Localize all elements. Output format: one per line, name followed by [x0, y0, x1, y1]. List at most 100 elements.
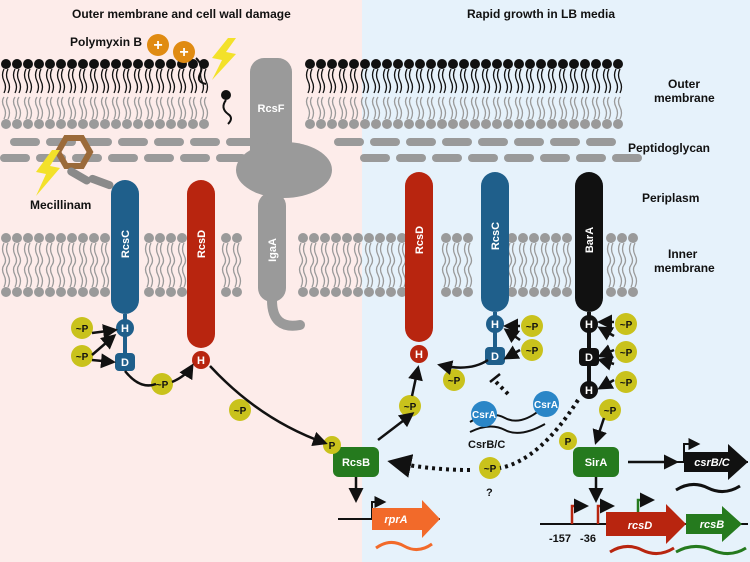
lipid-tail [100, 96, 106, 120]
lipid-tail [159, 242, 165, 266]
lipid-tail [544, 264, 550, 288]
lipid-tail [331, 96, 337, 120]
lipid-head [492, 119, 502, 129]
lipid-head [540, 287, 550, 297]
lipid-tail [181, 242, 187, 266]
lipid-tail [342, 68, 348, 94]
lipid-tail [467, 242, 473, 266]
lipid-head [448, 119, 458, 129]
lipid-tail [71, 264, 77, 288]
lipid-head [111, 59, 121, 69]
lipid-tail [452, 68, 458, 94]
csrbc-gene: csrB/C [675, 438, 748, 493]
lipid-tail [313, 264, 319, 288]
peptidoglycan-strand [82, 138, 112, 146]
lipid-tail [371, 68, 377, 94]
lipid-tail [397, 68, 403, 94]
lipid-tail [555, 242, 561, 266]
lipid-tail [540, 68, 546, 94]
lipid-tail [485, 68, 491, 94]
lipid-tail [555, 264, 561, 288]
lipid-tail [45, 68, 51, 94]
lipid-head [613, 119, 623, 129]
lipid-head [617, 233, 627, 243]
lipid-tail [45, 96, 51, 120]
peptidoglycan-strand [334, 138, 364, 146]
lipid-tail [181, 264, 187, 288]
lipid-tail [126, 68, 132, 94]
lipid-tail [67, 96, 73, 120]
lipid-head [144, 287, 154, 297]
lipid-tail [379, 242, 385, 266]
lipid-tail [357, 264, 363, 288]
lipid-tail [404, 96, 410, 120]
lipid-head [551, 287, 561, 297]
lipid-tail [203, 96, 209, 120]
lipid-tail [610, 242, 616, 266]
lipid-head [45, 119, 55, 129]
lipid-head [133, 119, 143, 129]
lipid-tail [93, 242, 99, 266]
lipid-tail [360, 68, 366, 94]
lipid-head [331, 233, 341, 243]
right-header: Rapid growth in LB media [467, 7, 615, 21]
csra-2-label: CsrA [534, 400, 558, 411]
lipid-tail [144, 242, 150, 266]
lipid-tail [368, 264, 374, 288]
lipid-tail [481, 96, 487, 120]
lipid-tail [56, 68, 62, 94]
lipid-tail [71, 96, 77, 120]
lipid-tail [49, 264, 55, 288]
lipid-tail [610, 264, 616, 288]
lipid-tail [12, 96, 18, 120]
lipid-head [67, 287, 77, 297]
lipid-head [613, 59, 623, 69]
lipid-head [320, 287, 330, 297]
peptidoglycan-strand [226, 138, 256, 146]
lipid-head [177, 119, 187, 129]
lipid-tail [375, 242, 381, 266]
lipid-tail [441, 264, 447, 288]
lipid-tail [408, 68, 414, 94]
lipid-tail [456, 264, 462, 288]
lipid-tail [1, 96, 7, 120]
rcsd-left: RcsD H [187, 180, 215, 369]
lipid-tail [89, 264, 95, 288]
lipid-head [547, 119, 557, 129]
lipid-head [426, 119, 436, 129]
lipid-head [371, 119, 381, 129]
lipid-tail [177, 242, 183, 266]
peptidoglycan-strand [504, 154, 534, 162]
lipid-tail [551, 96, 557, 120]
lipid-head [536, 59, 546, 69]
lipid-tail [155, 264, 161, 288]
lipid-tail [324, 242, 330, 266]
lipid-tail [353, 96, 359, 120]
lipid-tail [148, 242, 154, 266]
lipid-tail [298, 264, 304, 288]
polymyxin-molecule: + + [147, 34, 232, 125]
lipid-head [155, 59, 165, 69]
lipid-tail [23, 68, 29, 94]
label-peptidoglycan: Peptidoglycan [628, 141, 710, 155]
polymyxin-charge-1: + [153, 37, 162, 54]
lipid-head [78, 119, 88, 129]
lipid-tail [349, 96, 355, 120]
lipid-tail [155, 96, 161, 120]
rcsc-left-label: RcsC [120, 230, 132, 258]
lipid-tail [415, 68, 421, 94]
lipid-head [529, 287, 539, 297]
lipid-tail [496, 68, 502, 94]
lipid-tail [100, 264, 106, 288]
lipid-head [188, 119, 198, 129]
lipid-tail [606, 242, 612, 266]
lipid-tail [1, 264, 7, 288]
lipid-tail [170, 264, 176, 288]
signaling-arrows [91, 314, 679, 503]
lipid-tail [111, 96, 117, 120]
phosphate-group [151, 373, 173, 395]
lipid-tail [529, 264, 535, 288]
lipid-head [602, 119, 612, 129]
lipid-tail [573, 96, 579, 120]
lipid-tail [569, 68, 575, 94]
